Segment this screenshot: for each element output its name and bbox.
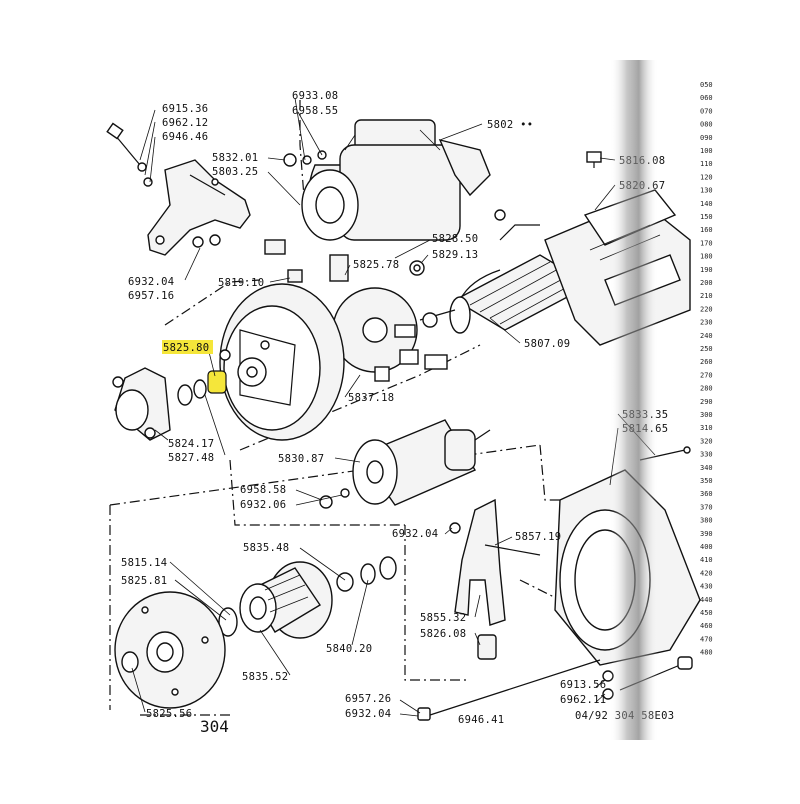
front-flange-illustration <box>114 591 226 709</box>
label-6957-26: 6957.26 <box>345 693 391 705</box>
label-5835-52: 5835.52 <box>242 671 288 683</box>
scale-tick: 440 <box>700 596 713 604</box>
scale-tick: 410 <box>700 556 713 564</box>
scale-tick: 090 <box>700 134 713 142</box>
scale-tick: 140 <box>700 200 713 208</box>
scale-tick: 330 <box>700 451 713 459</box>
scale-tick: 060 <box>700 94 713 102</box>
armature-illustration <box>419 209 592 334</box>
page-scale: 050 060 070 080 090 100 110 120 130 140 150 160 170 1… <box>700 81 713 657</box>
scale-tick: 290 <box>700 398 713 406</box>
scale-tick: 380 <box>700 517 713 525</box>
label-6962-12: 6962.12 <box>162 117 208 129</box>
label-5840-20: 5840.20 <box>326 643 372 655</box>
highlight-5825-80 <box>162 340 213 354</box>
pinion-drive-illustration <box>218 556 397 639</box>
scale-tick: 350 <box>700 477 713 485</box>
label-6946-41: 6946.41 <box>458 714 504 726</box>
scale-tick: 260 <box>700 358 713 366</box>
label-5825-80[interactable]: 5825.80 <box>163 342 209 354</box>
label-6958-55: 6958.55 <box>292 105 338 117</box>
scale-tick: 150 <box>700 213 713 221</box>
scale-tick: 400 <box>700 543 713 551</box>
label-5826-08: 5826.08 <box>420 628 466 640</box>
label-6932-04-c: 6932.04 <box>392 528 438 540</box>
label-5824-17: 5824.17 <box>168 438 214 450</box>
nose-bracket-group <box>112 367 227 441</box>
label-5825-81: 5825.81 <box>121 575 167 587</box>
scale-tick: 420 <box>700 569 713 577</box>
label-6913-56: 6913.56 <box>560 679 606 691</box>
end-cap-illustration <box>219 283 345 441</box>
scale-tick: 240 <box>700 332 713 340</box>
scale-tick: 210 <box>700 292 713 300</box>
scale-tick: 340 <box>700 464 713 472</box>
label-5855-32: 5855.32 <box>420 612 466 624</box>
scale-tick: 250 <box>700 345 713 353</box>
scale-tick: 370 <box>700 503 713 511</box>
scale-tick: 100 <box>700 147 713 155</box>
label-6932-04-d: 6932.04 <box>345 708 391 720</box>
scale-tick: 190 <box>700 266 713 274</box>
scale-tick: 130 <box>700 187 713 195</box>
scale-tick: 120 <box>700 173 713 181</box>
scale-tick: 220 <box>700 305 713 313</box>
mounting-bracket-group <box>106 122 251 256</box>
brush-parts <box>264 239 425 283</box>
label-5802: 5802 •• <box>487 119 533 131</box>
scale-tick: 300 <box>700 411 713 419</box>
solenoid-illustration <box>319 419 491 509</box>
brush-holder-illustration <box>332 287 448 382</box>
scale-tick: 280 <box>700 385 713 393</box>
label-5829-13: 5829.13 <box>432 249 478 261</box>
label-5825-56: 5825.56 <box>146 708 192 720</box>
scale-tick: 450 <box>700 609 713 617</box>
scale-tick: 200 <box>700 279 713 287</box>
label-5819-10: 5819.10 <box>218 277 264 289</box>
scale-tick: 480 <box>700 649 713 657</box>
label-5857-19: 5857.19 <box>515 531 561 543</box>
scale-tick: 180 <box>700 253 713 261</box>
label-6932-04-a: 6932.04 <box>128 276 174 288</box>
scale-tick: 470 <box>700 635 713 643</box>
scale-tick: 430 <box>700 583 713 591</box>
scale-tick: 460 <box>700 622 713 630</box>
label-6957-16: 6957.16 <box>128 290 174 302</box>
scale-tick: 230 <box>700 319 713 327</box>
scale-tick: 160 <box>700 226 713 234</box>
scale-tick: 110 <box>700 160 713 168</box>
starter-motor-illustration <box>283 119 491 241</box>
scale-tick: 360 <box>700 490 713 498</box>
label-6933-08: 6933.08 <box>292 90 338 102</box>
label-304: 304 <box>200 717 229 736</box>
label-6962-11: 6962.11 <box>560 694 606 706</box>
label-5827-48: 5827.48 <box>168 452 214 464</box>
label-5832-01: 5832.01 <box>212 152 258 164</box>
fork-lever-illustration <box>449 498 541 660</box>
scan-shadow-band <box>610 60 658 740</box>
label-5807-09: 5807.09 <box>524 338 570 350</box>
scale-tick: 170 <box>700 239 713 247</box>
scale-tick: 320 <box>700 437 713 445</box>
label-6915-36: 6915.36 <box>162 103 208 115</box>
scale-tick: 270 <box>700 371 713 379</box>
scale-tick: 080 <box>700 121 713 129</box>
label-5828-50: 5828.50 <box>432 233 478 245</box>
label-6958-58: 6958.58 <box>240 484 286 496</box>
label-5803-25: 5803.25 <box>212 166 258 178</box>
scale-tick: 310 <box>700 424 713 432</box>
scale-tick: 070 <box>700 107 713 115</box>
label-5837-18: 5837.18 <box>348 392 394 404</box>
label-5815-14: 5815.14 <box>121 557 167 569</box>
label-5830-87: 5830.87 <box>278 453 324 465</box>
scale-tick: 390 <box>700 530 713 538</box>
label-5825-78: 5825.78 <box>353 259 399 271</box>
label-5835-48: 5835.48 <box>243 542 289 554</box>
label-6932-06: 6932.06 <box>240 499 286 511</box>
scale-tick: 050 <box>700 81 713 89</box>
label-6946-46: 6946.46 <box>162 131 208 143</box>
highlighted-bush-5825-80[interactable] <box>207 370 227 394</box>
